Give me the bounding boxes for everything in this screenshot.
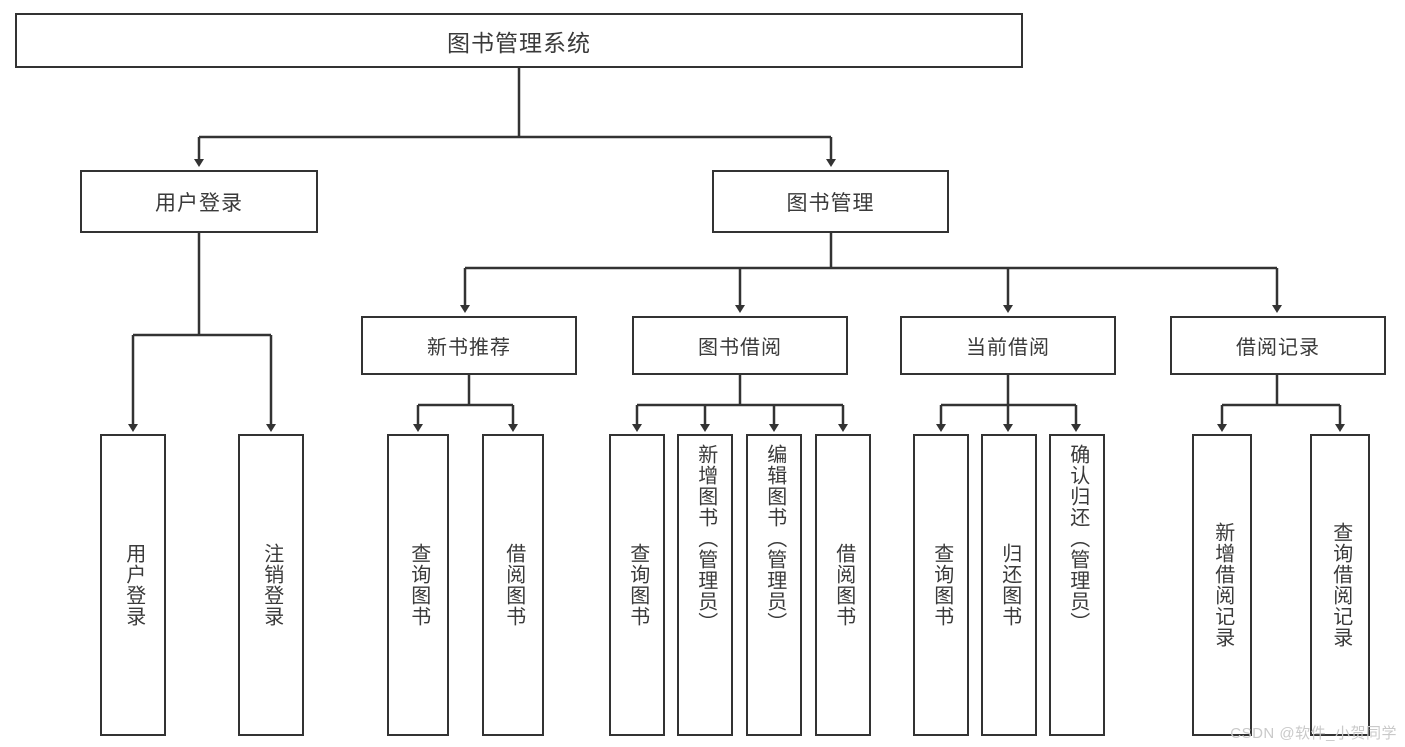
node-label: 查询图书 — [407, 543, 430, 627]
node-label: 借阅图书 — [502, 543, 525, 627]
node-root-system[interactable]: 图书管理系统 — [15, 13, 1023, 68]
leaf-borrow-query-book[interactable]: 查询图书 — [609, 434, 665, 736]
leaf-current-return-book[interactable]: 归还图书 — [981, 434, 1037, 736]
node-label: 用户登录 — [155, 191, 243, 215]
node-label: 查询图书 — [930, 543, 953, 627]
node-label: 查询图书 — [626, 543, 649, 627]
node-label: 新增图书（管理员） — [694, 444, 717, 633]
node-label: 图书管理系统 — [447, 29, 591, 56]
leaf-borrow-borrow-book[interactable]: 借阅图书 — [815, 434, 871, 736]
leaf-borrow-edit-book[interactable]: 编辑图书（管理员） — [746, 434, 802, 736]
leaf-borrow-add-book[interactable]: 新增图书（管理员） — [677, 434, 733, 736]
node-label: 图书管理 — [786, 191, 875, 215]
leaf-user-login-login[interactable]: 用户登录 — [100, 434, 166, 736]
leaf-record-query-record[interactable]: 查询借阅记录 — [1310, 434, 1370, 736]
node-label: 归还图书 — [998, 543, 1021, 627]
node-label: 新书推荐 — [427, 337, 511, 359]
node-label: 编辑图书（管理员） — [763, 444, 786, 633]
node-label: 用户登录 — [122, 543, 145, 627]
node-label: 借阅记录 — [1236, 337, 1320, 359]
node-label: 借阅图书 — [832, 543, 855, 627]
node-label: 图书借阅 — [698, 337, 782, 359]
leaf-user-login-logout[interactable]: 注销登录 — [238, 434, 304, 736]
node-current-borrow[interactable]: 当前借阅 — [900, 316, 1116, 375]
node-book-management[interactable]: 图书管理 — [712, 170, 949, 233]
node-user-login[interactable]: 用户登录 — [80, 170, 318, 233]
leaf-current-confirm-return[interactable]: 确认归还（管理员） — [1049, 434, 1105, 736]
watermark: CSDN @软件_小贺同学 — [1230, 725, 1397, 742]
node-label: 查询借阅记录 — [1329, 522, 1352, 648]
node-label: 确认归还（管理员） — [1066, 444, 1089, 633]
node-label: 当前借阅 — [966, 337, 1050, 359]
leaf-recommend-borrow-book[interactable]: 借阅图书 — [482, 434, 544, 736]
leaf-current-query-book[interactable]: 查询图书 — [913, 434, 969, 736]
node-new-book-recommend[interactable]: 新书推荐 — [361, 316, 577, 375]
leaf-recommend-query-book[interactable]: 查询图书 — [387, 434, 449, 736]
node-label: 注销登录 — [260, 543, 283, 627]
leaf-record-add-record[interactable]: 新增借阅记录 — [1192, 434, 1252, 736]
node-book-borrow[interactable]: 图书借阅 — [632, 316, 848, 375]
node-borrow-record[interactable]: 借阅记录 — [1170, 316, 1386, 375]
node-label: 新增借阅记录 — [1211, 522, 1234, 648]
